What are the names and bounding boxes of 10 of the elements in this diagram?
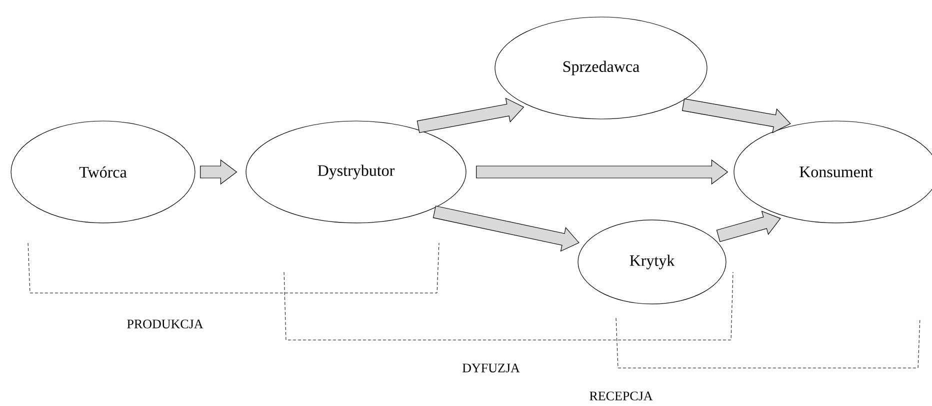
block-arrow bbox=[432, 206, 580, 252]
ellipse-node: Twórca bbox=[10, 120, 196, 224]
phase-label: PRODUKCJA bbox=[127, 320, 204, 328]
block-arrow bbox=[200, 159, 238, 185]
ellipse-node: Dystrybutor bbox=[246, 120, 466, 224]
ellipse-node: Krytyk bbox=[578, 220, 726, 304]
block-arrow bbox=[476, 159, 728, 185]
ellipse-node: Sprzedawca bbox=[494, 16, 708, 120]
phase-label: DYFUZJA bbox=[462, 364, 520, 372]
phase-label: RECEPCJA bbox=[590, 392, 653, 400]
